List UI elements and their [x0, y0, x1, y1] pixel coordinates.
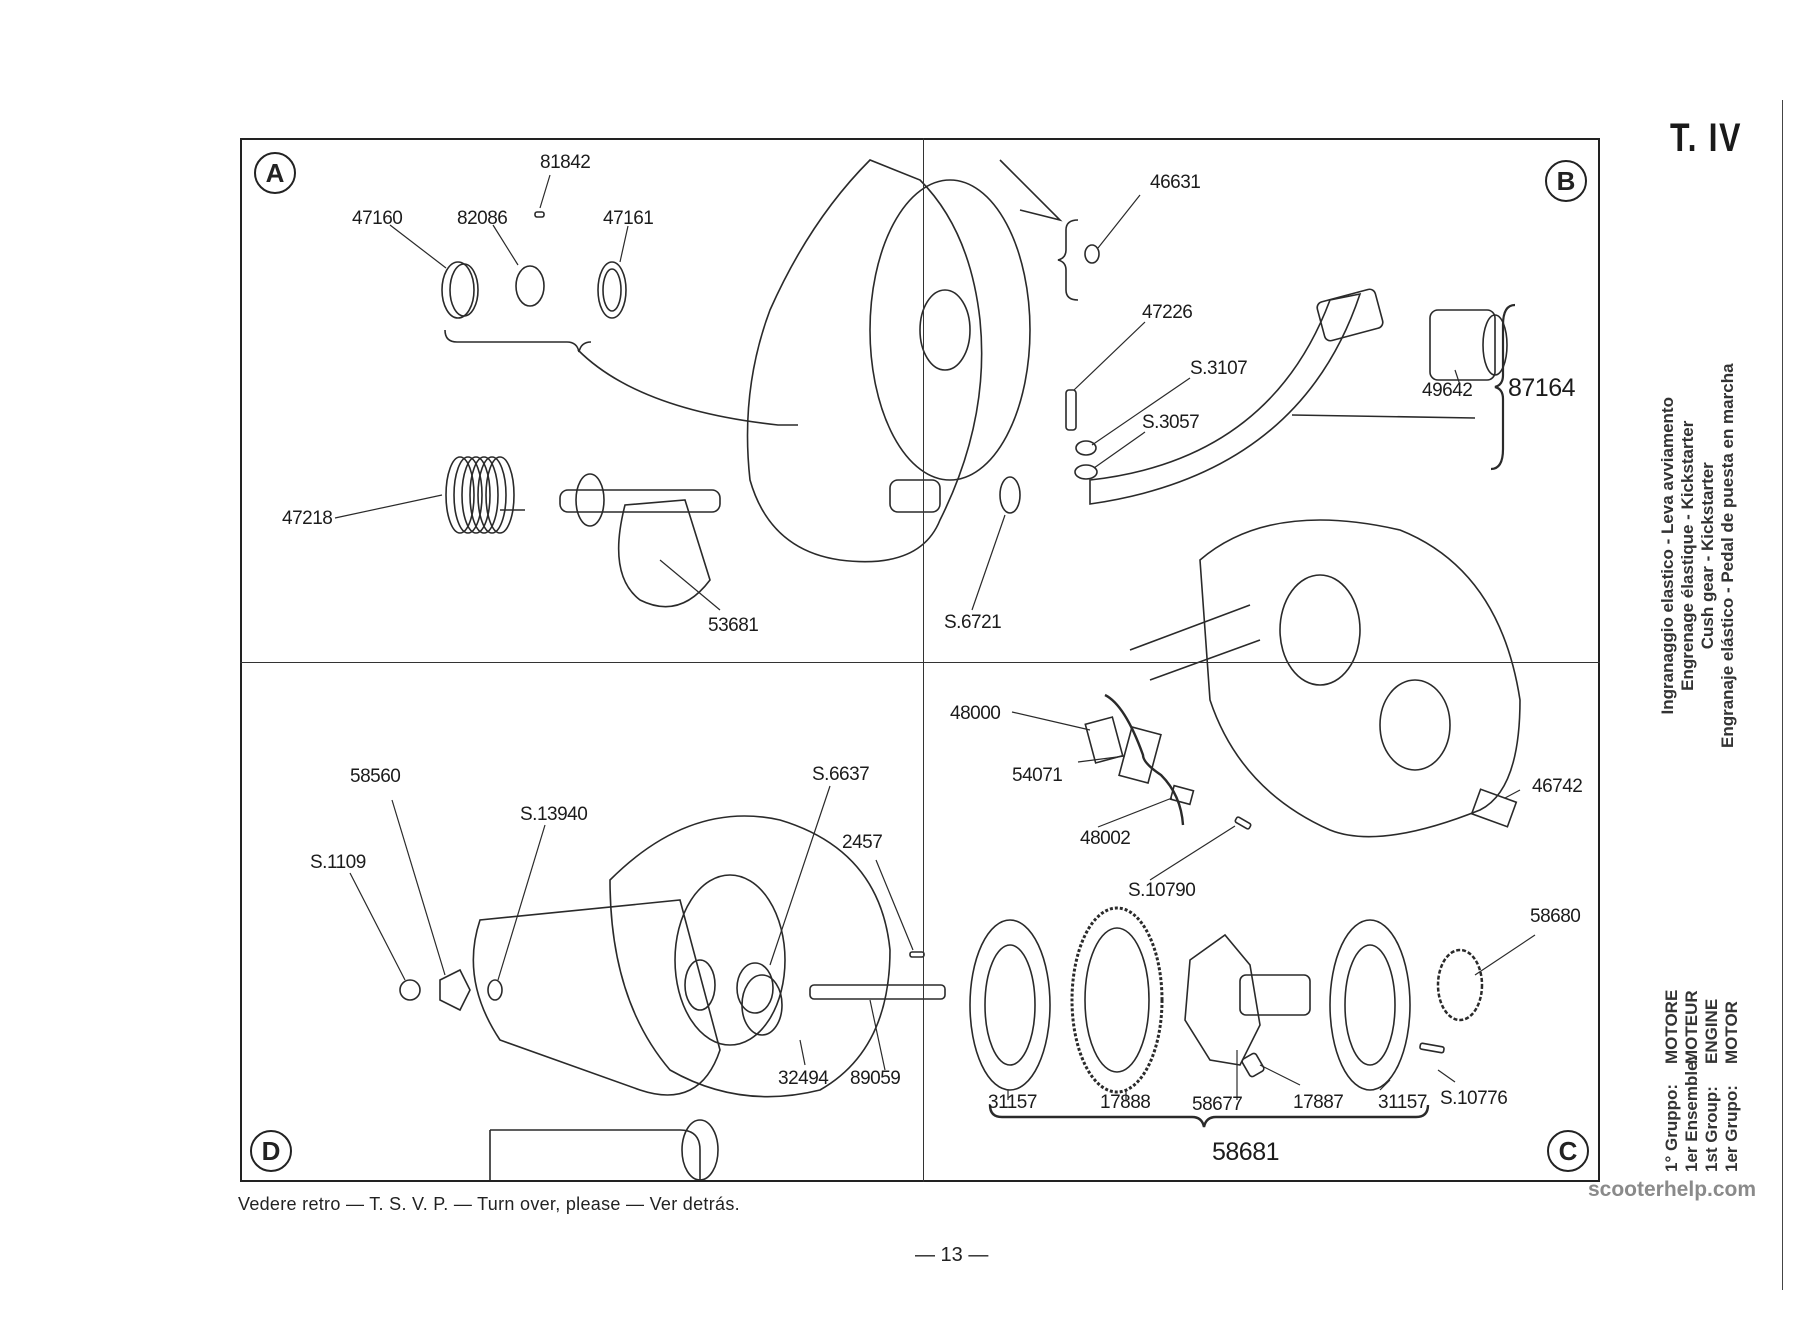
bolt-47226	[1065, 389, 1077, 431]
part-number: 47226	[1142, 302, 1193, 323]
part-number: 49642	[1422, 380, 1473, 401]
ring-S6637	[736, 962, 774, 1014]
page-edge-line	[1782, 100, 1783, 1290]
spring-47218	[445, 456, 525, 534]
quadrant-a-badge: A	[254, 152, 296, 194]
pinion-58680	[1436, 948, 1484, 1022]
plate-31157-left	[969, 919, 1051, 1091]
part-number: 58560	[350, 766, 401, 787]
part-number: 48000	[950, 703, 1001, 724]
part-number: 31157	[988, 1092, 1037, 1113]
part-number: 82086	[457, 208, 508, 229]
group-line: 1st Group:ENGINE	[1702, 998, 1721, 1172]
leader-lines	[334, 174, 1536, 1100]
part-number: 17887	[1293, 1092, 1344, 1113]
washer-S3057	[1074, 464, 1098, 480]
caption-line: Engrenage élastique - Kickstarter	[1678, 420, 1697, 691]
key-2457	[909, 951, 925, 958]
side-caption-titles: Ingranaggio elastico - Leva avviamento E…	[1658, 363, 1738, 748]
horizontal-divider	[240, 662, 1600, 663]
side-caption-group: 1° Gruppo:MOTORE 1er Ensemble:MOTEUR 1st…	[1662, 990, 1742, 1172]
needle-bearing-82086	[515, 265, 545, 307]
washer-S13940	[487, 979, 503, 1001]
ring-gear-17888	[1070, 906, 1164, 1094]
bearing-32494	[741, 974, 783, 1036]
part-number: S.13940	[520, 804, 588, 825]
nut-S1109	[399, 979, 421, 1001]
group-line: 1° Gruppo:MOTORE	[1662, 989, 1681, 1172]
seal-47161	[597, 261, 627, 319]
group-line: 1er Grupo:MOTOR	[1722, 1001, 1741, 1172]
part-number: 48002	[1080, 828, 1131, 849]
assembly-number: 87164	[1508, 374, 1576, 402]
circlip-46631	[1084, 244, 1100, 264]
quadrant-d-art	[399, 815, 946, 1181]
part-number: S.10776	[1440, 1088, 1508, 1109]
watermark: scooterhelp.com	[1588, 1178, 1757, 1201]
rubber-54071	[1118, 725, 1162, 785]
circlip-S3107	[1075, 440, 1097, 456]
spring-cap-48000	[1084, 716, 1124, 764]
part-number: 31157	[1378, 1092, 1427, 1113]
part-number: 17888	[1100, 1092, 1151, 1113]
quadrant-c-badge: C	[1547, 1130, 1589, 1172]
kick-lever	[1089, 292, 1362, 505]
part-number: S.10790	[1128, 880, 1196, 901]
page-number: — 13 —	[915, 1244, 989, 1266]
hub-58677	[1184, 933, 1261, 1066]
part-number: 53681	[708, 615, 759, 636]
vertical-divider	[923, 138, 924, 1182]
plate-31157-right	[1329, 919, 1411, 1091]
shaft-89059	[809, 984, 946, 1000]
spring-17887	[1241, 1052, 1265, 1078]
kick-shaft-53681	[559, 473, 721, 608]
plate-48002	[1169, 784, 1195, 806]
caption-line: Engranaje elástico - Pedal de puesta en …	[1718, 363, 1737, 748]
quadrant-a-art	[441, 159, 1063, 608]
part-number: 54071	[1012, 765, 1063, 786]
part-number: S.6721	[944, 612, 1002, 633]
plate-label: T. IV	[1670, 116, 1743, 160]
part-number: S.6637	[812, 764, 870, 785]
part-number: S.3057	[1142, 412, 1200, 433]
diagram-frame	[240, 138, 1600, 1182]
part-number: 2457	[842, 832, 883, 853]
part-number: 32494	[778, 1068, 829, 1089]
assembly-number: 58681	[1212, 1138, 1280, 1166]
part-number: 47161	[603, 208, 654, 229]
part-number: 46742	[1532, 776, 1583, 797]
rubber-46742	[1470, 788, 1518, 828]
seal-47160	[441, 261, 475, 319]
part-number: 47160	[352, 208, 403, 229]
screw-S10790	[1234, 816, 1252, 830]
rubber-49642	[1429, 309, 1508, 381]
part-number: 58680	[1530, 906, 1581, 927]
quadrant-c-art	[969, 693, 1518, 1128]
quadrant-b-badge: B	[1545, 160, 1587, 202]
part-number: S.3107	[1190, 358, 1248, 379]
screw-S10776	[1419, 1042, 1445, 1054]
part-number: 46631	[1150, 172, 1201, 193]
part-number: 47218	[282, 508, 333, 529]
quadrant-b-art	[999, 219, 1521, 838]
gear-assembly-58681	[969, 906, 1484, 1128]
seal-S6721	[999, 476, 1021, 514]
footer-note: Vedere retro — T. S. V. P. — Turn over, …	[238, 1194, 740, 1214]
part-number: 58677	[1192, 1094, 1243, 1115]
plate-58560	[439, 968, 471, 1012]
part-number: 89059	[850, 1068, 901, 1089]
pin-81842	[534, 211, 545, 218]
part-number: 81842	[540, 152, 591, 173]
group-line: 1er Ensemble:MOTEUR	[1682, 990, 1701, 1172]
caption-line: Ingranaggio elastico - Leva avviamento	[1658, 397, 1677, 715]
caption-line: Cush gear - Kickstarter	[1698, 462, 1717, 650]
quadrant-d-badge: D	[250, 1130, 292, 1172]
part-number: S.1109	[310, 852, 366, 873]
